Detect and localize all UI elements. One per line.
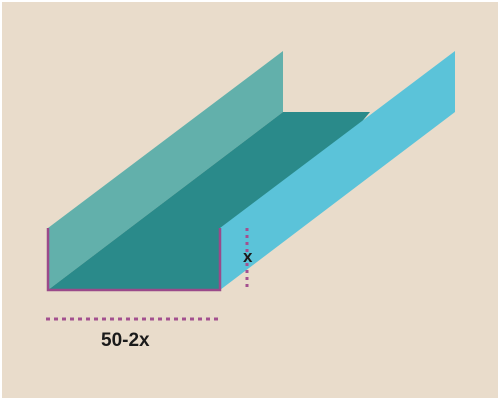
channel-left-wall bbox=[48, 51, 283, 290]
channel-base bbox=[48, 112, 370, 290]
channel-right-wall bbox=[220, 51, 455, 290]
height-label: x bbox=[243, 247, 253, 266]
width-label: 50-2x bbox=[101, 330, 150, 351]
cross-section-edge bbox=[46, 228, 222, 292]
